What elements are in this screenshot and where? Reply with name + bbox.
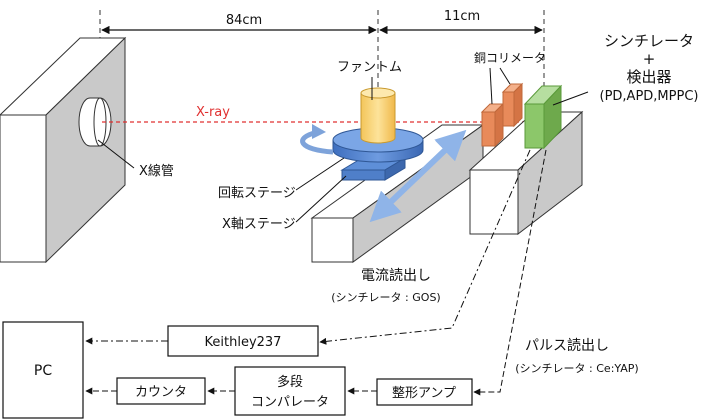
rotation-arrow (300, 124, 334, 155)
distance-label-11cm: 11cm (444, 9, 480, 24)
scintillator-detector (523, 84, 563, 150)
collimator-leader-2 (499, 67, 511, 85)
xray-tube-leader (97, 139, 135, 169)
collimator-leader-1 (489, 67, 493, 105)
shaping-amp-label: 整形アンプ (392, 386, 456, 401)
copper-collimator-2 (501, 82, 524, 128)
multi-comparator-label-1: 多段 (277, 374, 303, 390)
phantom-label: ファントム (337, 60, 402, 75)
counter-label: カウンタ (135, 385, 187, 400)
copper-collimator-1 (480, 102, 505, 148)
detector-title-label: シンチレータ (604, 32, 694, 50)
counter-box (116, 377, 206, 405)
xray-tube-label: X線管 (139, 163, 174, 179)
rotation-stage-label: 回転ステージ (218, 186, 296, 201)
phantom-cylinder (360, 87, 396, 144)
detector-leader (552, 91, 589, 106)
shaping-amp-box (376, 378, 473, 406)
pulse-readout-label: パルス読出し (525, 337, 609, 354)
keithley-box (167, 325, 319, 357)
xray-beam-label: X-ray (196, 105, 230, 120)
multi-comparator-box (234, 366, 346, 416)
collimator-label: 銅コリメータ (474, 51, 546, 65)
current-readout-line (319, 149, 531, 345)
pc-box (2, 321, 84, 419)
x-axis-motion-arrow (369, 129, 467, 223)
keithley-label: Keithley237 (205, 335, 282, 350)
dimension-lines (99, 10, 545, 120)
detector-plus-label: + (643, 50, 656, 68)
x-axis-stage-label: X軸ステージ (222, 217, 296, 232)
x-axis-stage-leader (295, 175, 347, 223)
current-readout-label: 電流読出し (361, 267, 431, 284)
pulse-readout-line (473, 149, 547, 396)
detector-name-label: 検出器 (626, 68, 671, 86)
distance-label-84cm: 84cm (226, 13, 262, 28)
xray-tube-block (0, 36, 127, 264)
rotation-stage-leader (295, 157, 345, 191)
multi-comparator-label-2: コンパレータ (251, 395, 329, 410)
detector-types-label: (PD,APD,MPPC) (600, 89, 699, 104)
pc-label: PC (34, 363, 52, 379)
pulse-readout-sub-label: (シンチレータ : Ce:YAP) (515, 362, 638, 375)
current-readout-sub-label: (シンチレータ : GOS) (331, 291, 440, 304)
